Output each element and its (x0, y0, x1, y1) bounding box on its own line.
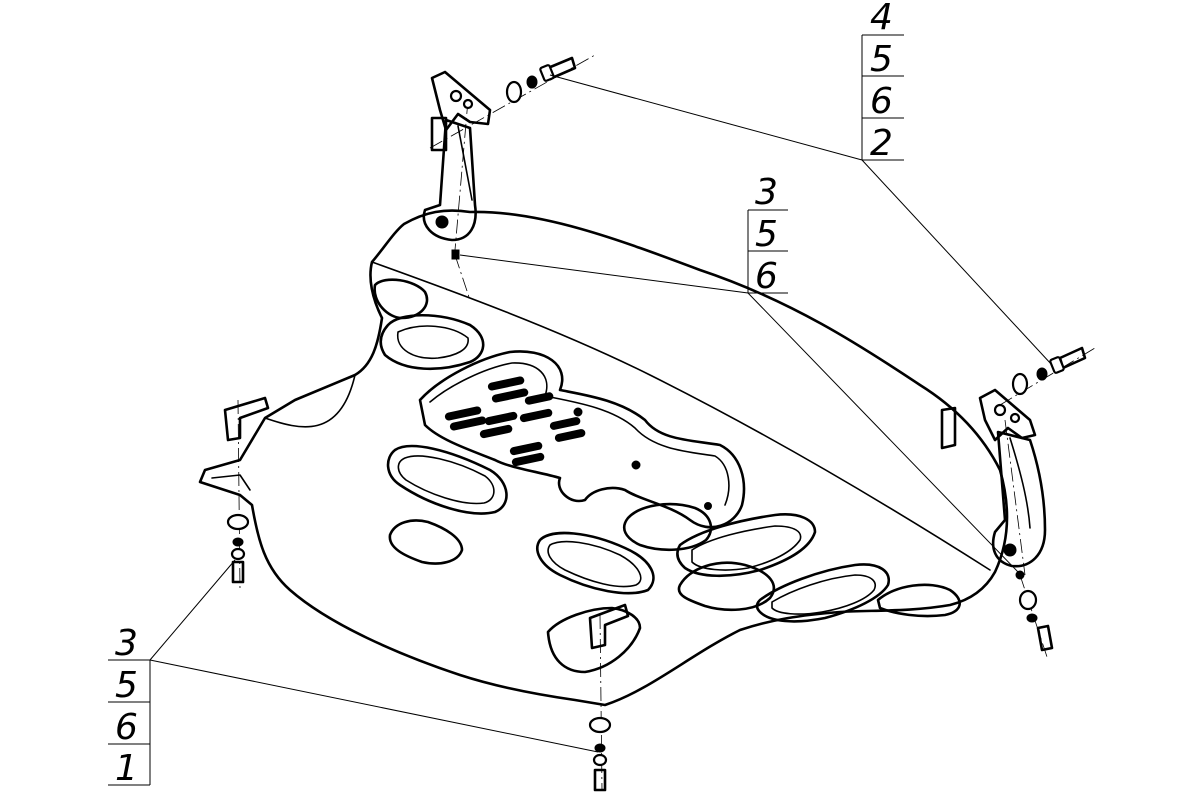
callout-bottom-left-2: 5 (115, 665, 138, 706)
right-slot-window-1 (676, 513, 817, 578)
left-mounting-bracket (422, 70, 492, 242)
nut-center (451, 249, 460, 260)
small-diamond-window (388, 519, 464, 565)
right-slot-window-2 (755, 563, 891, 623)
rear-edge-line (211, 474, 251, 491)
callout-center-1: 3 (755, 172, 778, 213)
left-slot-window (386, 444, 508, 515)
washer-bottom-left (226, 513, 250, 531)
lip-pocket-2 (379, 313, 485, 371)
washer-bottom-center (588, 716, 612, 734)
right-mounting-bracket (940, 388, 1047, 568)
callout-top-right-4: 2 (870, 123, 893, 164)
center-raised-window (418, 350, 746, 529)
callout-top-right-2: 5 (870, 39, 893, 80)
bolt-top-right (1058, 346, 1087, 370)
callout-center-2: 5 (755, 214, 778, 255)
fasteners (226, 56, 1087, 792)
round-hatch-opening-2 (677, 561, 776, 612)
right-lip-pocket (876, 583, 961, 618)
leader-lines (149, 74, 1053, 753)
callout-center: 3 5 6 (747, 172, 788, 297)
front-mount-tab (546, 606, 642, 674)
skid-plate (198, 209, 1009, 707)
nut-bottom-right (1015, 570, 1025, 580)
callout-bottom-left: 3 5 6 1 (108, 623, 151, 789)
round-hatch-opening-1 (623, 502, 713, 552)
side-flange-line (264, 374, 356, 428)
front-lip-fold-line (371, 261, 991, 571)
middle-slot-window (536, 531, 655, 595)
callout-bottom-left-4: 1 (115, 748, 138, 789)
callout-top-right: 4 5 6 2 (861, 0, 904, 164)
callout-top-right-1: 4 (870, 0, 893, 38)
callout-top-right-3: 6 (870, 81, 893, 122)
callout-bottom-left-3: 6 (115, 707, 138, 748)
callout-bottom-left-1: 3 (115, 623, 138, 664)
callout-center-3: 6 (755, 256, 778, 297)
lip-pocket-1 (373, 278, 429, 320)
vent-slots (444, 376, 712, 510)
left-front-bracket (223, 396, 270, 442)
skid-plate-outline (198, 209, 1009, 707)
front-center-bracket (588, 603, 630, 650)
